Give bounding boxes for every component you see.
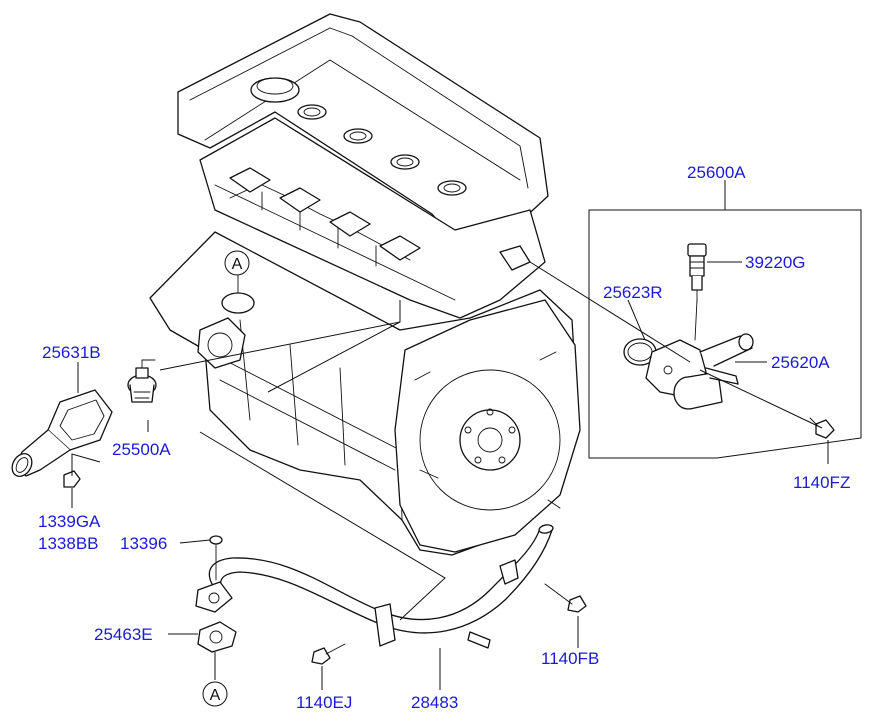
label-1140FZ[interactable]: 1140FZ bbox=[793, 473, 850, 492]
label-25631B[interactable]: 25631B bbox=[42, 343, 101, 362]
label-25623R[interactable]: 25623R bbox=[603, 283, 663, 302]
label-25463E[interactable]: 25463E bbox=[94, 625, 153, 644]
bolt-1140FB bbox=[544, 583, 587, 613]
label-1140FB[interactable]: 1140FB bbox=[541, 649, 599, 668]
part-labels: 25600A 39220G 25623R 25620A 1140FZ 25631… bbox=[38, 163, 850, 712]
bolt-1140FZ bbox=[809, 417, 835, 439]
label-28483[interactable]: 28483 bbox=[411, 693, 458, 712]
bolt-1140EJ bbox=[311, 643, 346, 665]
thermostat-25500A bbox=[127, 359, 157, 403]
water-pipe-28483 bbox=[195, 524, 554, 649]
leader-lines bbox=[71, 180, 829, 690]
group-box bbox=[588, 209, 862, 459]
label-1140EJ[interactable]: 1140EJ bbox=[296, 693, 352, 712]
reference-marker-a-bottom: A bbox=[202, 681, 228, 707]
label-25600A[interactable]: 25600A bbox=[687, 163, 746, 182]
temp-sensor-39220G bbox=[687, 243, 707, 303]
reference-marker-a-top: A bbox=[224, 250, 250, 276]
water-fitting-25620A bbox=[645, 299, 754, 410]
svg-text:A: A bbox=[232, 256, 243, 273]
gasket-25463E bbox=[197, 621, 237, 653]
engine-block bbox=[149, 13, 581, 556]
label-1338BB[interactable]: 1338BB bbox=[38, 534, 99, 553]
label-25620A[interactable]: 25620A bbox=[771, 353, 830, 372]
label-25500A[interactable]: 25500A bbox=[112, 440, 171, 459]
svg-text:A: A bbox=[210, 687, 221, 704]
label-13396[interactable]: 13396 bbox=[120, 534, 167, 553]
nut-13396 bbox=[209, 535, 223, 581]
inlet-fitting-group bbox=[588, 209, 862, 459]
label-1339GA[interactable]: 1339GA bbox=[38, 512, 101, 531]
thermostat-housing-25631B bbox=[11, 389, 113, 477]
label-39220G[interactable]: 39220G bbox=[745, 253, 806, 272]
